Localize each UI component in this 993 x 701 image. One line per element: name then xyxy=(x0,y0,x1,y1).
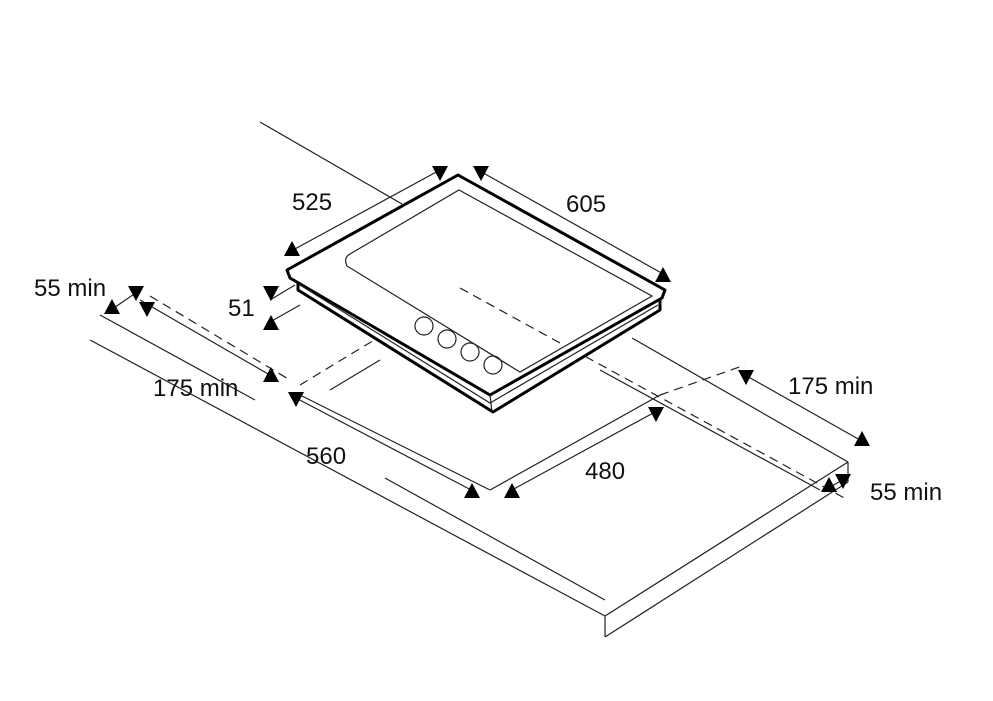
arrow-up-icon xyxy=(104,299,120,314)
arrow-up-icon xyxy=(854,431,870,446)
label-hob-depth: 525 xyxy=(292,189,332,216)
dimension-arrows xyxy=(104,166,870,498)
arrow-down-icon xyxy=(738,370,754,385)
glass-panel xyxy=(344,189,654,373)
arrow-up-icon xyxy=(655,267,671,282)
label-rear-clearance-right: 55 min xyxy=(870,479,942,506)
arrow-up-icon xyxy=(821,477,837,492)
dimension-labels: 525 605 51 55 min 175 min 560 480 175 mi… xyxy=(34,189,942,506)
arrow-up-icon xyxy=(263,367,279,382)
label-side-clearance-left: 175 min xyxy=(153,375,238,402)
label-rear-clearance-left: 55 min xyxy=(34,275,106,302)
arrow-down-icon xyxy=(288,392,304,407)
arrow-up-icon xyxy=(464,483,480,498)
arrow-up-icon xyxy=(263,315,279,330)
label-side-clearance-right: 175 min xyxy=(788,373,873,400)
control-knobs xyxy=(414,316,503,375)
hob xyxy=(285,173,667,414)
arrow-down-icon xyxy=(835,474,851,489)
label-cutout-width: 560 xyxy=(306,443,346,470)
knob-icon xyxy=(414,316,434,336)
label-hob-height: 51 xyxy=(228,295,255,322)
label-cutout-depth: 480 xyxy=(585,458,625,485)
label-hob-width: 605 xyxy=(566,191,606,218)
arrow-down-icon xyxy=(648,407,664,422)
knob-icon xyxy=(460,342,480,362)
arrow-down-icon xyxy=(432,166,448,181)
arrow-down-icon xyxy=(473,166,489,181)
arrow-down-icon xyxy=(263,286,279,301)
knob-icon xyxy=(483,355,503,375)
arrow-down-icon xyxy=(128,286,144,301)
arrow-up-icon xyxy=(284,241,300,256)
knob-icon xyxy=(437,329,457,349)
countertop xyxy=(89,121,849,638)
arrow-up-icon xyxy=(504,483,520,498)
arrow-down-icon xyxy=(139,302,155,317)
